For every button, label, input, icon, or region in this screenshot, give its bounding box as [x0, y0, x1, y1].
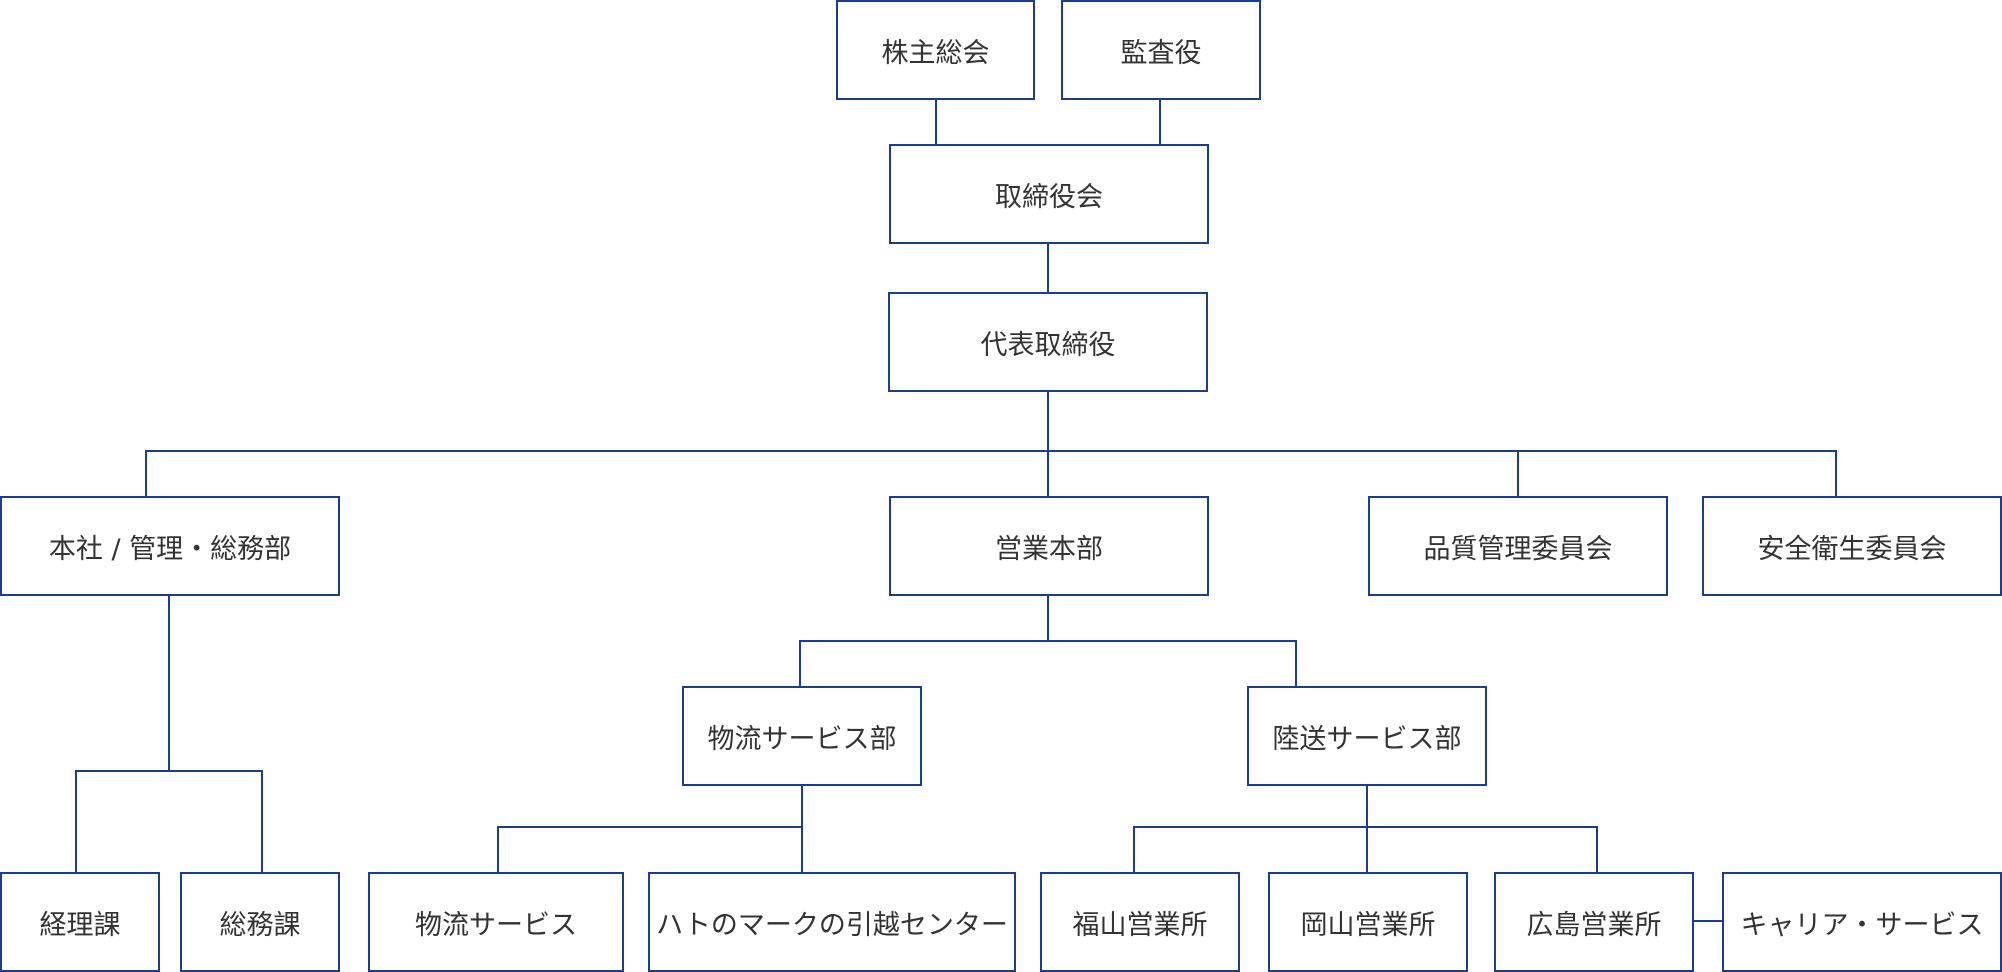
node-label: 代表取締役 — [980, 329, 1116, 361]
node-label: 本社 / 管理・総務部 — [48, 533, 292, 565]
connector-line — [1047, 390, 1049, 496]
node-label: 品質管理委員会 — [1423, 533, 1613, 565]
connector-line — [75, 770, 263, 772]
node-safety-committee: 安全衛生委員会 — [1702, 496, 2002, 596]
connector-line — [1596, 826, 1598, 872]
node-okayama-office: 岡山営業所 — [1268, 872, 1468, 972]
connector-line — [1047, 242, 1049, 292]
connector-line — [1692, 920, 1724, 922]
node-label: 物流サービス — [415, 909, 577, 941]
node-label: 安全衛生委員会 — [1757, 533, 1947, 565]
node-quality-committee: 品質管理委員会 — [1368, 496, 1668, 596]
node-label: 営業本部 — [995, 533, 1103, 565]
node-hq-admin-general-affairs: 本社 / 管理・総務部 — [0, 496, 340, 596]
node-accounting-section: 経理課 — [0, 872, 160, 972]
node-label: 監査役 — [1120, 37, 1202, 69]
connector-line — [75, 770, 77, 872]
connector-line — [1366, 784, 1368, 872]
node-hiroshima-office: 広島営業所 — [1494, 872, 1694, 972]
connector-line — [1835, 450, 1837, 496]
connector-line — [799, 640, 1297, 642]
node-label: 株主総会 — [881, 37, 990, 69]
connector-line — [1047, 594, 1049, 642]
node-fukuyama-office: 福山営業所 — [1040, 872, 1240, 972]
connector-line — [145, 450, 1837, 452]
node-general-affairs-section: 総務課 — [180, 872, 340, 972]
node-label: キャリア・サービス — [1740, 909, 1984, 941]
node-label: 物流サービス部 — [707, 723, 897, 755]
node-board-of-directors: 取締役会 — [889, 144, 1209, 244]
node-auditor: 監査役 — [1061, 0, 1261, 100]
node-shareholders-meeting: 株主総会 — [836, 0, 1035, 100]
connector-line — [145, 450, 147, 496]
node-label: ハトのマークの引越センター — [656, 909, 1008, 941]
connector-line — [801, 784, 803, 872]
connector-line — [261, 770, 263, 872]
connector-line — [935, 98, 937, 144]
connector-line — [168, 594, 170, 772]
node-moving-center: ハトのマークの引越センター — [648, 872, 1016, 972]
node-label: 陸送サービス部 — [1272, 723, 1462, 755]
node-sales-headquarters: 営業本部 — [889, 496, 1209, 596]
connector-line — [1159, 98, 1161, 144]
node-logistics-service-dept: 物流サービス部 — [682, 686, 922, 786]
node-label: 岡山営業所 — [1300, 909, 1436, 941]
node-label: 総務課 — [219, 909, 301, 941]
connector-line — [799, 640, 801, 686]
connector-line — [497, 826, 803, 828]
node-label: 広島営業所 — [1526, 909, 1662, 941]
node-carrier-service: キャリア・サービス — [1722, 872, 2002, 972]
node-label: 福山営業所 — [1072, 909, 1208, 941]
connector-line — [1133, 826, 1135, 872]
connector-line — [1517, 450, 1519, 496]
connector-line — [1295, 640, 1297, 686]
node-label: 取締役会 — [995, 181, 1103, 213]
node-representative-director: 代表取締役 — [888, 292, 1208, 392]
node-land-transport-dept: 陸送サービス部 — [1247, 686, 1487, 786]
connector-line — [1133, 826, 1598, 828]
connector-line — [497, 826, 499, 872]
node-logistics-service: 物流サービス — [368, 872, 624, 972]
node-label: 経理課 — [39, 909, 121, 941]
